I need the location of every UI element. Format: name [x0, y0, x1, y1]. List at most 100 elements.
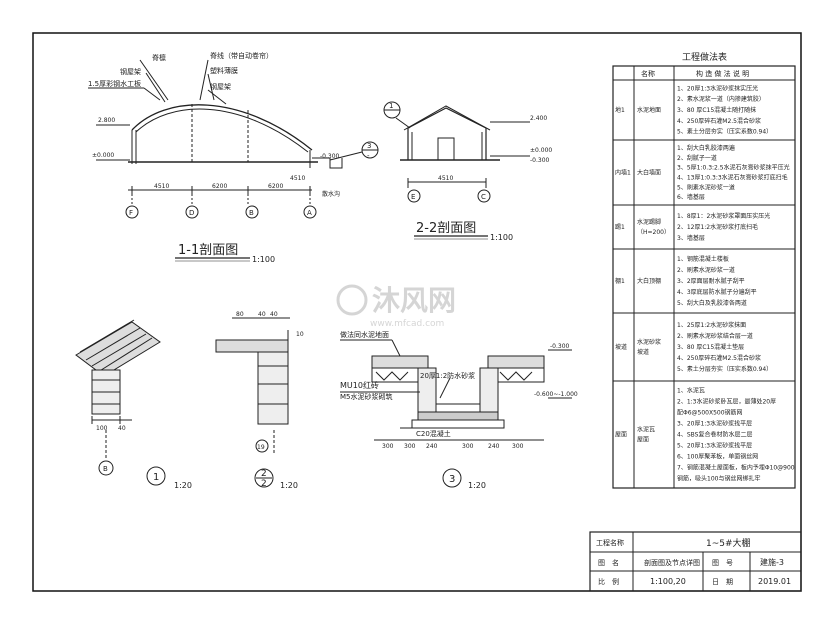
detail3-dim-2: 300 [404, 443, 416, 450]
axis-bubble-f [125, 205, 139, 219]
table-row-desc: 5、素土分层夯实（压实系数0.94） [677, 365, 772, 373]
detail1-dim-40: 40 [118, 425, 126, 432]
callout-sheet: - [367, 152, 370, 160]
table-row-desc: 2、刮腻子一道 [677, 154, 717, 162]
door-opening [437, 137, 455, 161]
table-row-name: （H=200） [637, 229, 670, 236]
axis-c: C [481, 193, 486, 201]
table-row-name: 水泥地面 [637, 106, 661, 114]
table-header-desc: 构 造 做 法 说 明 [696, 69, 749, 78]
table-row-name: 大白顶棚 [637, 277, 661, 285]
axis-b: B [249, 209, 254, 217]
table-row-name: 大白墙面 [637, 169, 661, 177]
detail3-dim-6: 300 [512, 443, 524, 450]
slab [215, 339, 289, 353]
dim-4510-c: 4510 [438, 175, 453, 182]
drawing-label: 图 名 [598, 558, 619, 567]
detail2-dim-80: 80 [236, 311, 244, 318]
detail3-level-1: -0.300 [550, 343, 570, 350]
table-row-desc: 3、墙基层 [677, 234, 705, 242]
table-row-desc: 2、12厚1:2水泥砂浆打底扫毛 [677, 223, 758, 231]
sheet-border [32, 32, 802, 592]
slab-right [487, 355, 545, 369]
table-header-name: 名称 [641, 69, 655, 78]
table-row-desc: 4、250厚碎石灌M2.5混合砂浆 [677, 354, 761, 362]
detail2-number: 2 [261, 469, 267, 479]
section-1-1-scale: 1:100 [252, 255, 275, 264]
table-row-desc: 5、20厚1:3水泥砂浆找平层 [677, 442, 752, 450]
date-label: 日 期 [712, 578, 733, 586]
axis-bubble-c [477, 189, 491, 203]
table-row-desc: 4、13厚1:0.3:3水泥石灰膏砂浆打底扫毛 [677, 173, 788, 181]
dim-4510-a: 4510 [154, 183, 169, 190]
frame-label: 钢屋架 [210, 82, 231, 91]
detail-3 [340, 339, 572, 488]
detail3-number: 3 [449, 474, 455, 485]
table-row-desc: 5、刮大白及乳胶漆各两道 [677, 299, 747, 307]
detail1-dim-100: 100 [96, 425, 108, 432]
table-row-desc: 1、水泥瓦 [677, 387, 705, 395]
section-2-2-scale: 1:100 [490, 233, 513, 242]
axis-bubble-b-detail [98, 460, 114, 476]
table-row-code: 内墙1 [615, 169, 631, 177]
detail3-label-brick: MU10红砖 [340, 380, 379, 390]
detail2-scale: 1:20 [280, 481, 298, 490]
detail3-dim-3: 240 [426, 443, 438, 450]
gable-outline [407, 107, 487, 160]
table-row-name: 屋面 [637, 437, 649, 444]
detail-number-circle-3 [442, 468, 462, 488]
project-value: 1~5#大棚 [706, 537, 751, 549]
detail3-dim-4: 300 [462, 443, 474, 450]
table-row-code: 地1 [615, 106, 625, 114]
table-row-desc: 6、墙基层 [677, 193, 705, 201]
detail2-axis: 19 [257, 444, 265, 451]
project-label: 工程名称 [596, 538, 624, 547]
title-block: 工程名称 1~5#大棚 图 名 剖面图及节点详图 图 号 建施-3 比 例 1:… [589, 531, 802, 592]
section-1-1-title: 1-1剖面图 [178, 243, 238, 258]
table-row-code: 棚1 [615, 277, 625, 285]
detail-1 [75, 319, 166, 486]
detail1-axis: B [103, 465, 108, 473]
detail3-label-mortar: M5水泥砂浆砌筑 [340, 392, 393, 401]
vent-label: 脊线（带自动卷帘） [210, 51, 273, 60]
table-row-desc: 1、25厚1:2水泥砂浆抹面 [677, 321, 746, 329]
detail3-label-floor: 做法同水泥地面 [340, 330, 389, 339]
table-row-desc: 钢筋，吸头100与钢丝网绑扎牢 [677, 475, 760, 483]
table-row-name: 水泥砂浆 [637, 338, 661, 346]
table-row-desc: 5、素土分层夯实（压实系数0.94） [677, 128, 772, 136]
section-2-2-title: 2-2剖面图 [416, 221, 476, 236]
dim-4510-b: 4510 [290, 175, 305, 182]
detail3-dim-5: 240 [488, 443, 500, 450]
table-row-code: 踢1 [615, 224, 625, 231]
detail1-scale: 1:20 [174, 481, 192, 490]
board-label: 1.5厚彩钢水工板 [88, 79, 141, 88]
table-row-desc: 5、刷素水泥砂浆一道 [677, 183, 735, 191]
table-row-name: 水泥瓦 [637, 426, 655, 434]
level-0300: -0.300 [320, 153, 340, 160]
detail-number-circle-2 [254, 468, 274, 488]
roof-arch-inner [135, 108, 309, 153]
detail3-dim-1: 300 [382, 443, 394, 450]
watermark-text: 沐风网 [372, 284, 456, 317]
axis-a: A [307, 209, 312, 217]
table-row-desc: 4、3厚底层防水腻子分遍刮平 [677, 288, 757, 296]
table-row-desc: 3、80 厚C15混凝土随打随抹 [677, 106, 756, 114]
watermark-logo [336, 284, 368, 316]
dim-6200-b: 6200 [268, 183, 283, 190]
table-row-desc: 3、80 厚C15混凝土垫层 [677, 343, 744, 351]
drawing-value: 剖面图及节点详图 [644, 558, 700, 567]
detail2-sheet: 2 [261, 479, 267, 489]
level-0000: ±0.000 [92, 152, 114, 159]
detail-2 [215, 317, 290, 488]
detail2-dim-40-a: 40 [258, 311, 266, 318]
detail2-dim-10: 10 [296, 331, 304, 338]
table-row-desc: 3、5厚1:0.3:2.5水泥石灰膏砂浆抹平压光 [677, 164, 790, 172]
axis-e: E [411, 193, 415, 201]
roof-arch-outer [131, 104, 313, 151]
table-row-desc: 2、素水泥浆一道（内掺建筑胶） [677, 95, 765, 103]
table-row-code: 屋面 [615, 432, 627, 439]
